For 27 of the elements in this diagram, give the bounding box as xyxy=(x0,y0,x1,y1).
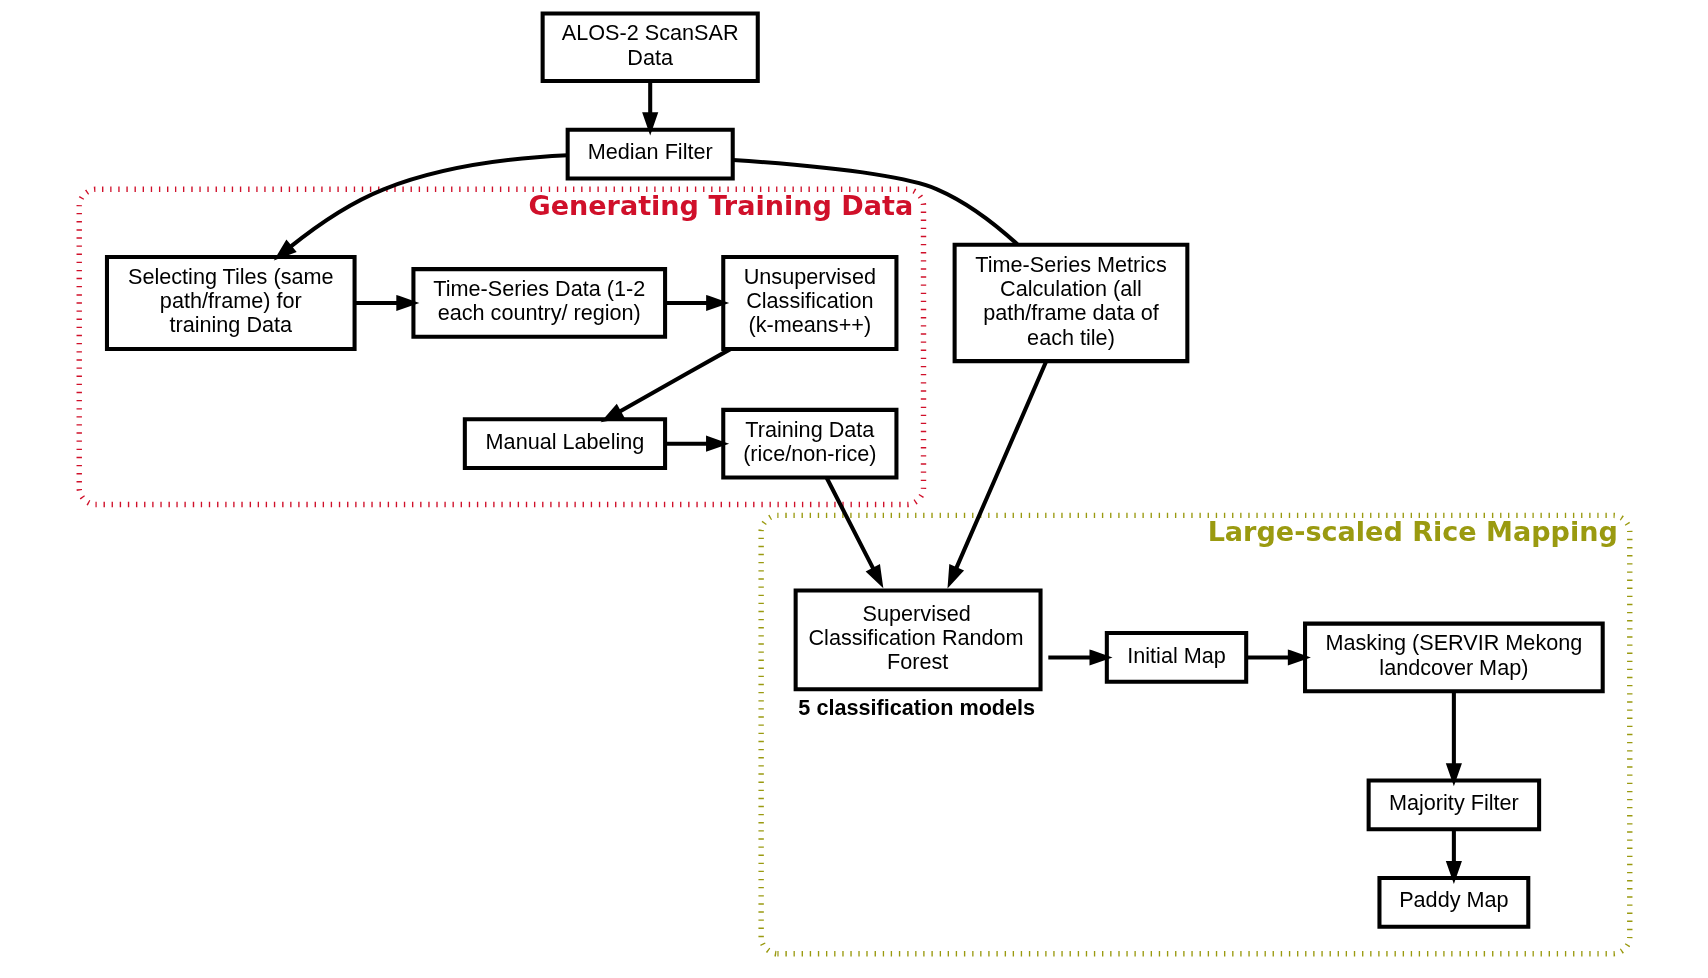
arrow xyxy=(354,294,419,312)
node-box: ALOS-2 ScanSAR Data xyxy=(540,11,760,84)
node-box: Majority Filter xyxy=(1366,778,1541,832)
node-box: Training Data (rice/non-rice) xyxy=(720,407,898,480)
arrow xyxy=(664,435,729,452)
node-box: Unsupervised Classification (k-means++) xyxy=(720,254,898,351)
node-box: Median Filter xyxy=(565,127,735,181)
arrow xyxy=(1445,829,1462,884)
arrow xyxy=(947,360,1048,589)
node-box: Initial Map xyxy=(1104,631,1248,684)
arrow xyxy=(273,153,568,261)
arrow xyxy=(1245,649,1311,666)
node-box: Time-Series Data (1-2 each country/ region) xyxy=(410,267,667,339)
node-box: Masking (SERVIR Mekong landcover Map) xyxy=(1302,621,1605,694)
arrow xyxy=(665,294,729,312)
node-box: Paddy Map xyxy=(1376,875,1530,929)
arrow xyxy=(1047,649,1113,666)
node-box: Manual Labeling xyxy=(462,417,667,471)
arrow xyxy=(824,476,883,589)
arrow xyxy=(600,347,731,423)
node-box: Time-Series Metrics Calculation (all path/frame data of each tile) xyxy=(952,242,1189,364)
node-box: Supervised Classification Random Forest xyxy=(793,588,1043,692)
arrow xyxy=(641,81,658,136)
node-label: 5 classification models xyxy=(797,695,1035,721)
connector xyxy=(732,157,1019,246)
node-box: Selecting Tiles (same path/frame) for training Data xyxy=(104,254,357,351)
arrow xyxy=(1445,691,1462,787)
